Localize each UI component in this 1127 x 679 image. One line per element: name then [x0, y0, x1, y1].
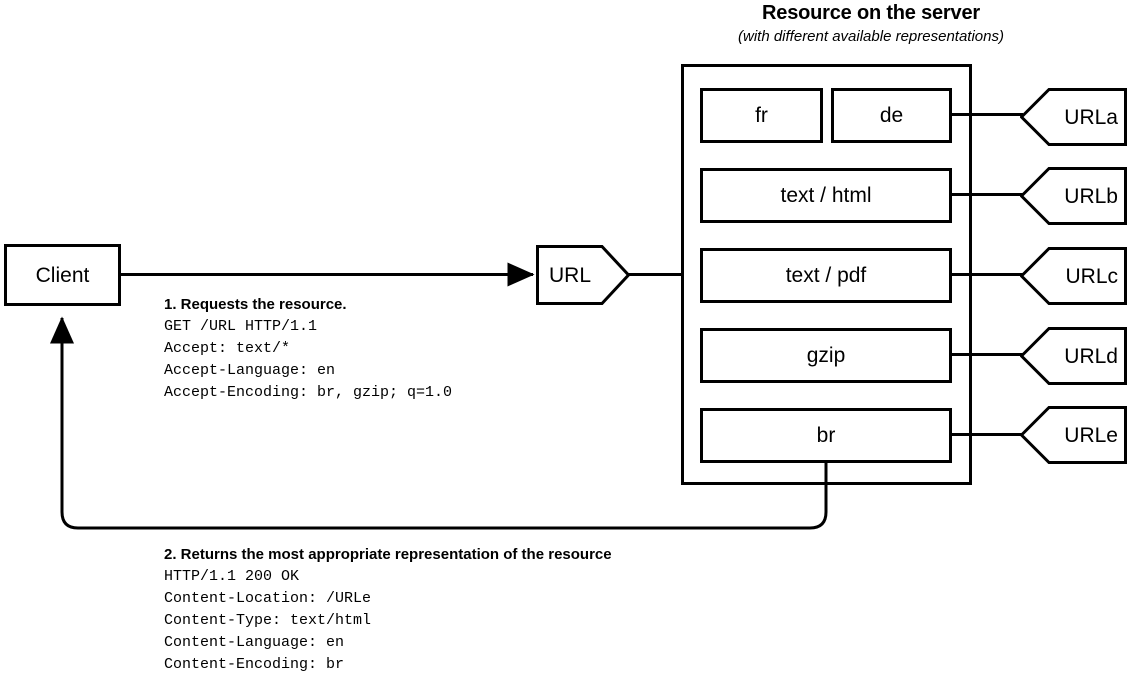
url-node-e-label: URLe: [1064, 423, 1118, 447]
server-subtitle: (with different available representation…: [738, 28, 1004, 45]
url-request-label: URL: [549, 263, 592, 287]
url-node-a[interactable]: URLa: [1020, 88, 1127, 146]
representation-text-pdf[interactable]: text / pdf: [700, 248, 952, 303]
pennant-left-shape: [1020, 406, 1127, 464]
url-node-b[interactable]: URLb: [1020, 167, 1127, 225]
representation-text-pdf-label: text / pdf: [785, 264, 867, 287]
url-node-c[interactable]: URLc: [1020, 247, 1127, 305]
representation-br-label: br: [816, 424, 836, 447]
url-node-d-label: URLd: [1064, 344, 1118, 368]
representation-text-html[interactable]: text / html: [700, 168, 952, 223]
url-node-d[interactable]: URLd: [1020, 327, 1127, 385]
pennant-left-shape: [1020, 167, 1127, 225]
url-request-node[interactable]: URL: [536, 245, 630, 305]
step-2-headers: HTTP/1.1 200 OK Content-Location: /URLe …: [164, 568, 372, 673]
pennant-left-shape: [1020, 327, 1127, 385]
url-node-a-label: URLa: [1064, 105, 1118, 129]
representation-br[interactable]: br: [700, 408, 952, 463]
connector-br-urle: [949, 433, 1023, 436]
pennant-right-shape: [536, 245, 630, 305]
step-1-title: 1. Requests the resource.: [164, 296, 347, 313]
representation-text-html-label: text / html: [780, 184, 872, 207]
url-node-b-label: URLb: [1064, 184, 1118, 208]
step-1-headers: GET /URL HTTP/1.1 Accept: text/* Accept-…: [164, 318, 453, 401]
url-node-c-label: URLc: [1065, 264, 1118, 288]
representation-gzip[interactable]: gzip: [700, 328, 952, 383]
step-2-title: 2. Returns the most appropriate represen…: [164, 546, 612, 563]
connector-de-urla: [949, 113, 1023, 116]
representation-fr[interactable]: fr: [700, 88, 823, 143]
connector-gzip-urld: [949, 353, 1023, 356]
url-node-e[interactable]: URLe: [1020, 406, 1127, 464]
connector-pdf-urlc: [949, 273, 1023, 276]
representation-de[interactable]: de: [831, 88, 952, 143]
representation-de-label: de: [879, 104, 904, 127]
server-title: Resource on the server: [762, 2, 980, 24]
connector-url-server: [628, 273, 684, 276]
pennant-left-shape: [1020, 247, 1127, 305]
connector-html-urlb: [949, 193, 1023, 196]
representation-gzip-label: gzip: [806, 344, 846, 367]
representation-fr-label: fr: [755, 104, 768, 127]
client-label: Client: [35, 263, 90, 287]
client-node[interactable]: Client: [4, 244, 121, 306]
pennant-left-shape: [1020, 88, 1127, 146]
